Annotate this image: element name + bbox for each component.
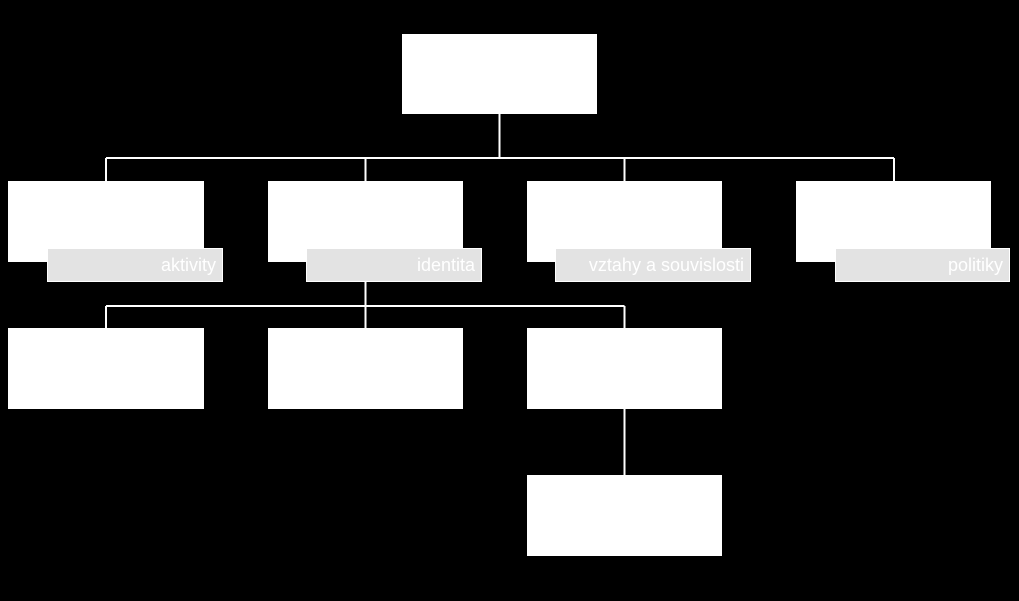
node-identita-grandchild: [527, 475, 722, 556]
tag-aktivity: aktivity: [47, 248, 223, 282]
tag-vztahy-a-souvislosti: vztahy a souvislosti: [555, 248, 751, 282]
tag-identita: identita: [306, 248, 482, 282]
node-identita-child-2: [268, 328, 463, 409]
node-identita-child-1: [8, 328, 204, 409]
node-identita-child-3: [527, 328, 722, 409]
node-root: [402, 34, 597, 114]
tag-politiky: politiky: [835, 248, 1010, 282]
